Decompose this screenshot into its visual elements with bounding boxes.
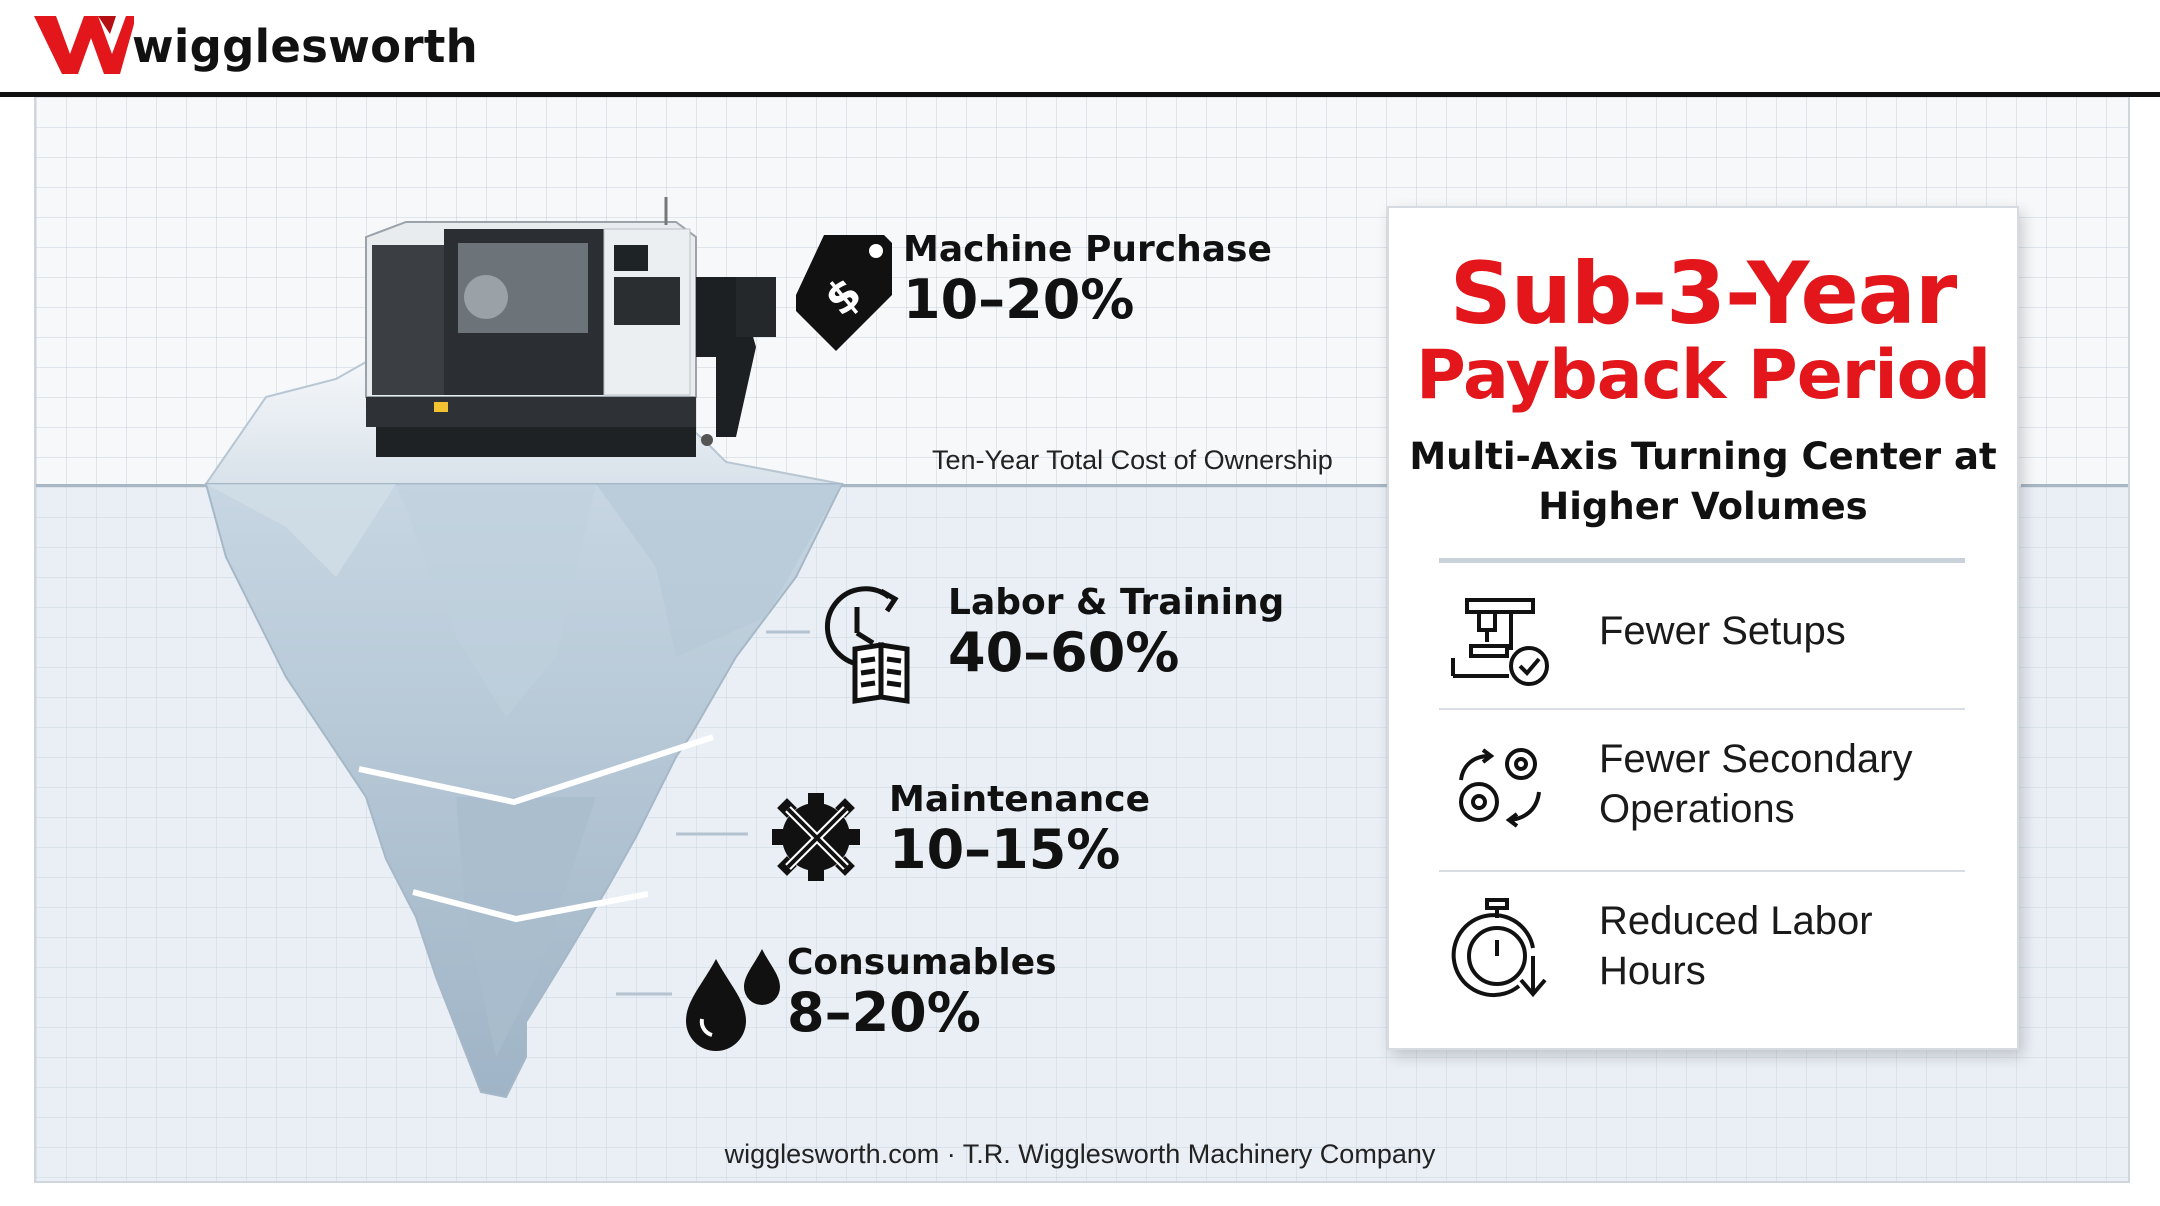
iceberg-band-line [358, 734, 714, 806]
benefit-item: Fewer Setups [1439, 578, 1965, 714]
benefit-divider [1439, 870, 1965, 872]
w-logo-icon [34, 16, 134, 74]
benefit-text: Reduced Labor Hours [1599, 899, 1873, 993]
machine-check-icon [1451, 598, 1549, 686]
benefit-text: Fewer Secondary Operations [1599, 737, 1913, 831]
header-divider [0, 92, 2160, 97]
waterline [36, 484, 206, 487]
benefit-text: Fewer Setups [1599, 609, 1846, 653]
iceberg-facet [456, 797, 596, 1057]
card-title: Sub-3-Year [1449, 244, 1957, 344]
iceberg-facet [206, 484, 396, 577]
payback-card: Sub-3-Year Payback Period Multi-Axis Tur… [1387, 206, 2019, 1050]
footer-text[interactable]: wigglesworth.com · T.R. Wigglesworth Mac… [724, 1139, 1436, 1169]
price-tag-icon: $ [796, 235, 892, 351]
card-title-line2: Payback Period [1415, 336, 1991, 415]
card-subtitle: Multi-Axis Turning Center at Higher Volu… [1409, 435, 1997, 528]
callout-consumables: Consumables 8–20% [787, 943, 1057, 1042]
droplets-icon [686, 949, 780, 1051]
tco-caption: Ten-Year Total Cost of Ownership [932, 445, 1333, 475]
brand-name[interactable]: wigglesworth [132, 20, 478, 73]
callout-label: Machine Purchase [903, 229, 1272, 270]
benefit-divider [1439, 708, 1965, 710]
gear-tools-icon [772, 793, 860, 881]
callout-value: 8–20% [787, 980, 981, 1044]
benefit-item: Reduced Labor Hours [1439, 872, 1965, 1032]
callout-label: Maintenance [889, 779, 1151, 820]
cnc-machine-image [365, 197, 776, 457]
header: wigglesworth [0, 0, 2160, 92]
iceberg-facet [596, 484, 842, 657]
callout-value: 10–15% [889, 817, 1121, 881]
iceberg-band-line [412, 889, 649, 923]
gears-cycle-icon [1459, 748, 1541, 828]
benefit-item: Fewer Secondary Operations [1439, 710, 1965, 870]
callout-machine-purchase: Machine Purchase 10–20% [903, 230, 1272, 329]
waterline [2021, 484, 2128, 487]
callout-value: 10–20% [903, 267, 1135, 331]
waterline [836, 484, 1421, 487]
callout-labor-training: Labor & Training 40–60% [948, 583, 1284, 682]
clock-book-icon [824, 586, 910, 704]
iceberg-illustration: $ [204, 197, 910, 1099]
callout-label: Labor & Training [948, 582, 1285, 623]
iceberg-facet [396, 484, 596, 717]
callout-label: Consumables [787, 942, 1057, 983]
card-divider [1439, 558, 1965, 563]
callout-maintenance: Maintenance 10–15% [889, 780, 1150, 879]
callout-value: 40–60% [948, 620, 1180, 684]
stopwatch-down-icon [1451, 898, 1547, 998]
